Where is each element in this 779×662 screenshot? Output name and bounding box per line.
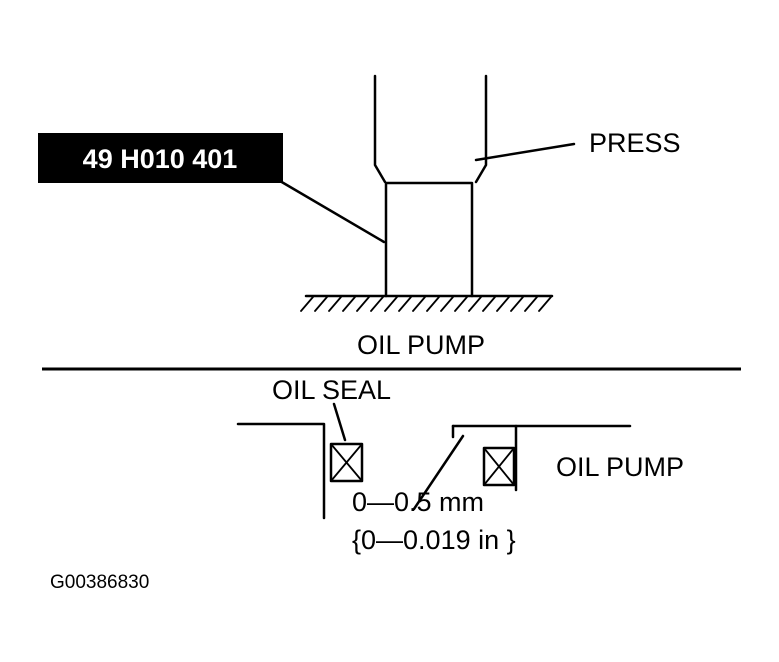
press-ram [373, 74, 488, 184]
oil-seal-label: OIL SEAL [272, 375, 391, 405]
press-leader-line [474, 142, 576, 162]
oil-seal-right-icon [482, 446, 516, 487]
tool-leader-line [278, 179, 386, 244]
press-label: PRESS [589, 128, 681, 158]
press-assembly [373, 74, 488, 298]
depth-leader-line [412, 434, 465, 511]
depth-mm-label: 0—0.5 mm [352, 487, 484, 517]
depth-in-label: {0—0.019 in } [352, 525, 516, 555]
oil-seal-left-icon [329, 442, 364, 483]
installer-tool [384, 181, 474, 298]
oil-seal-leader-line [332, 402, 347, 442]
seal-cross-section [236, 422, 632, 520]
oil-pump-top-label: OIL PUMP [357, 330, 485, 360]
tool-number-box [38, 133, 283, 183]
figure-id-label: G00386830 [50, 572, 149, 593]
tool-number-label: 49 H010 401 [83, 144, 238, 174]
oil-pump-surface [300, 294, 554, 312]
oil-pump-bottom-label: OIL PUMP [556, 452, 684, 482]
